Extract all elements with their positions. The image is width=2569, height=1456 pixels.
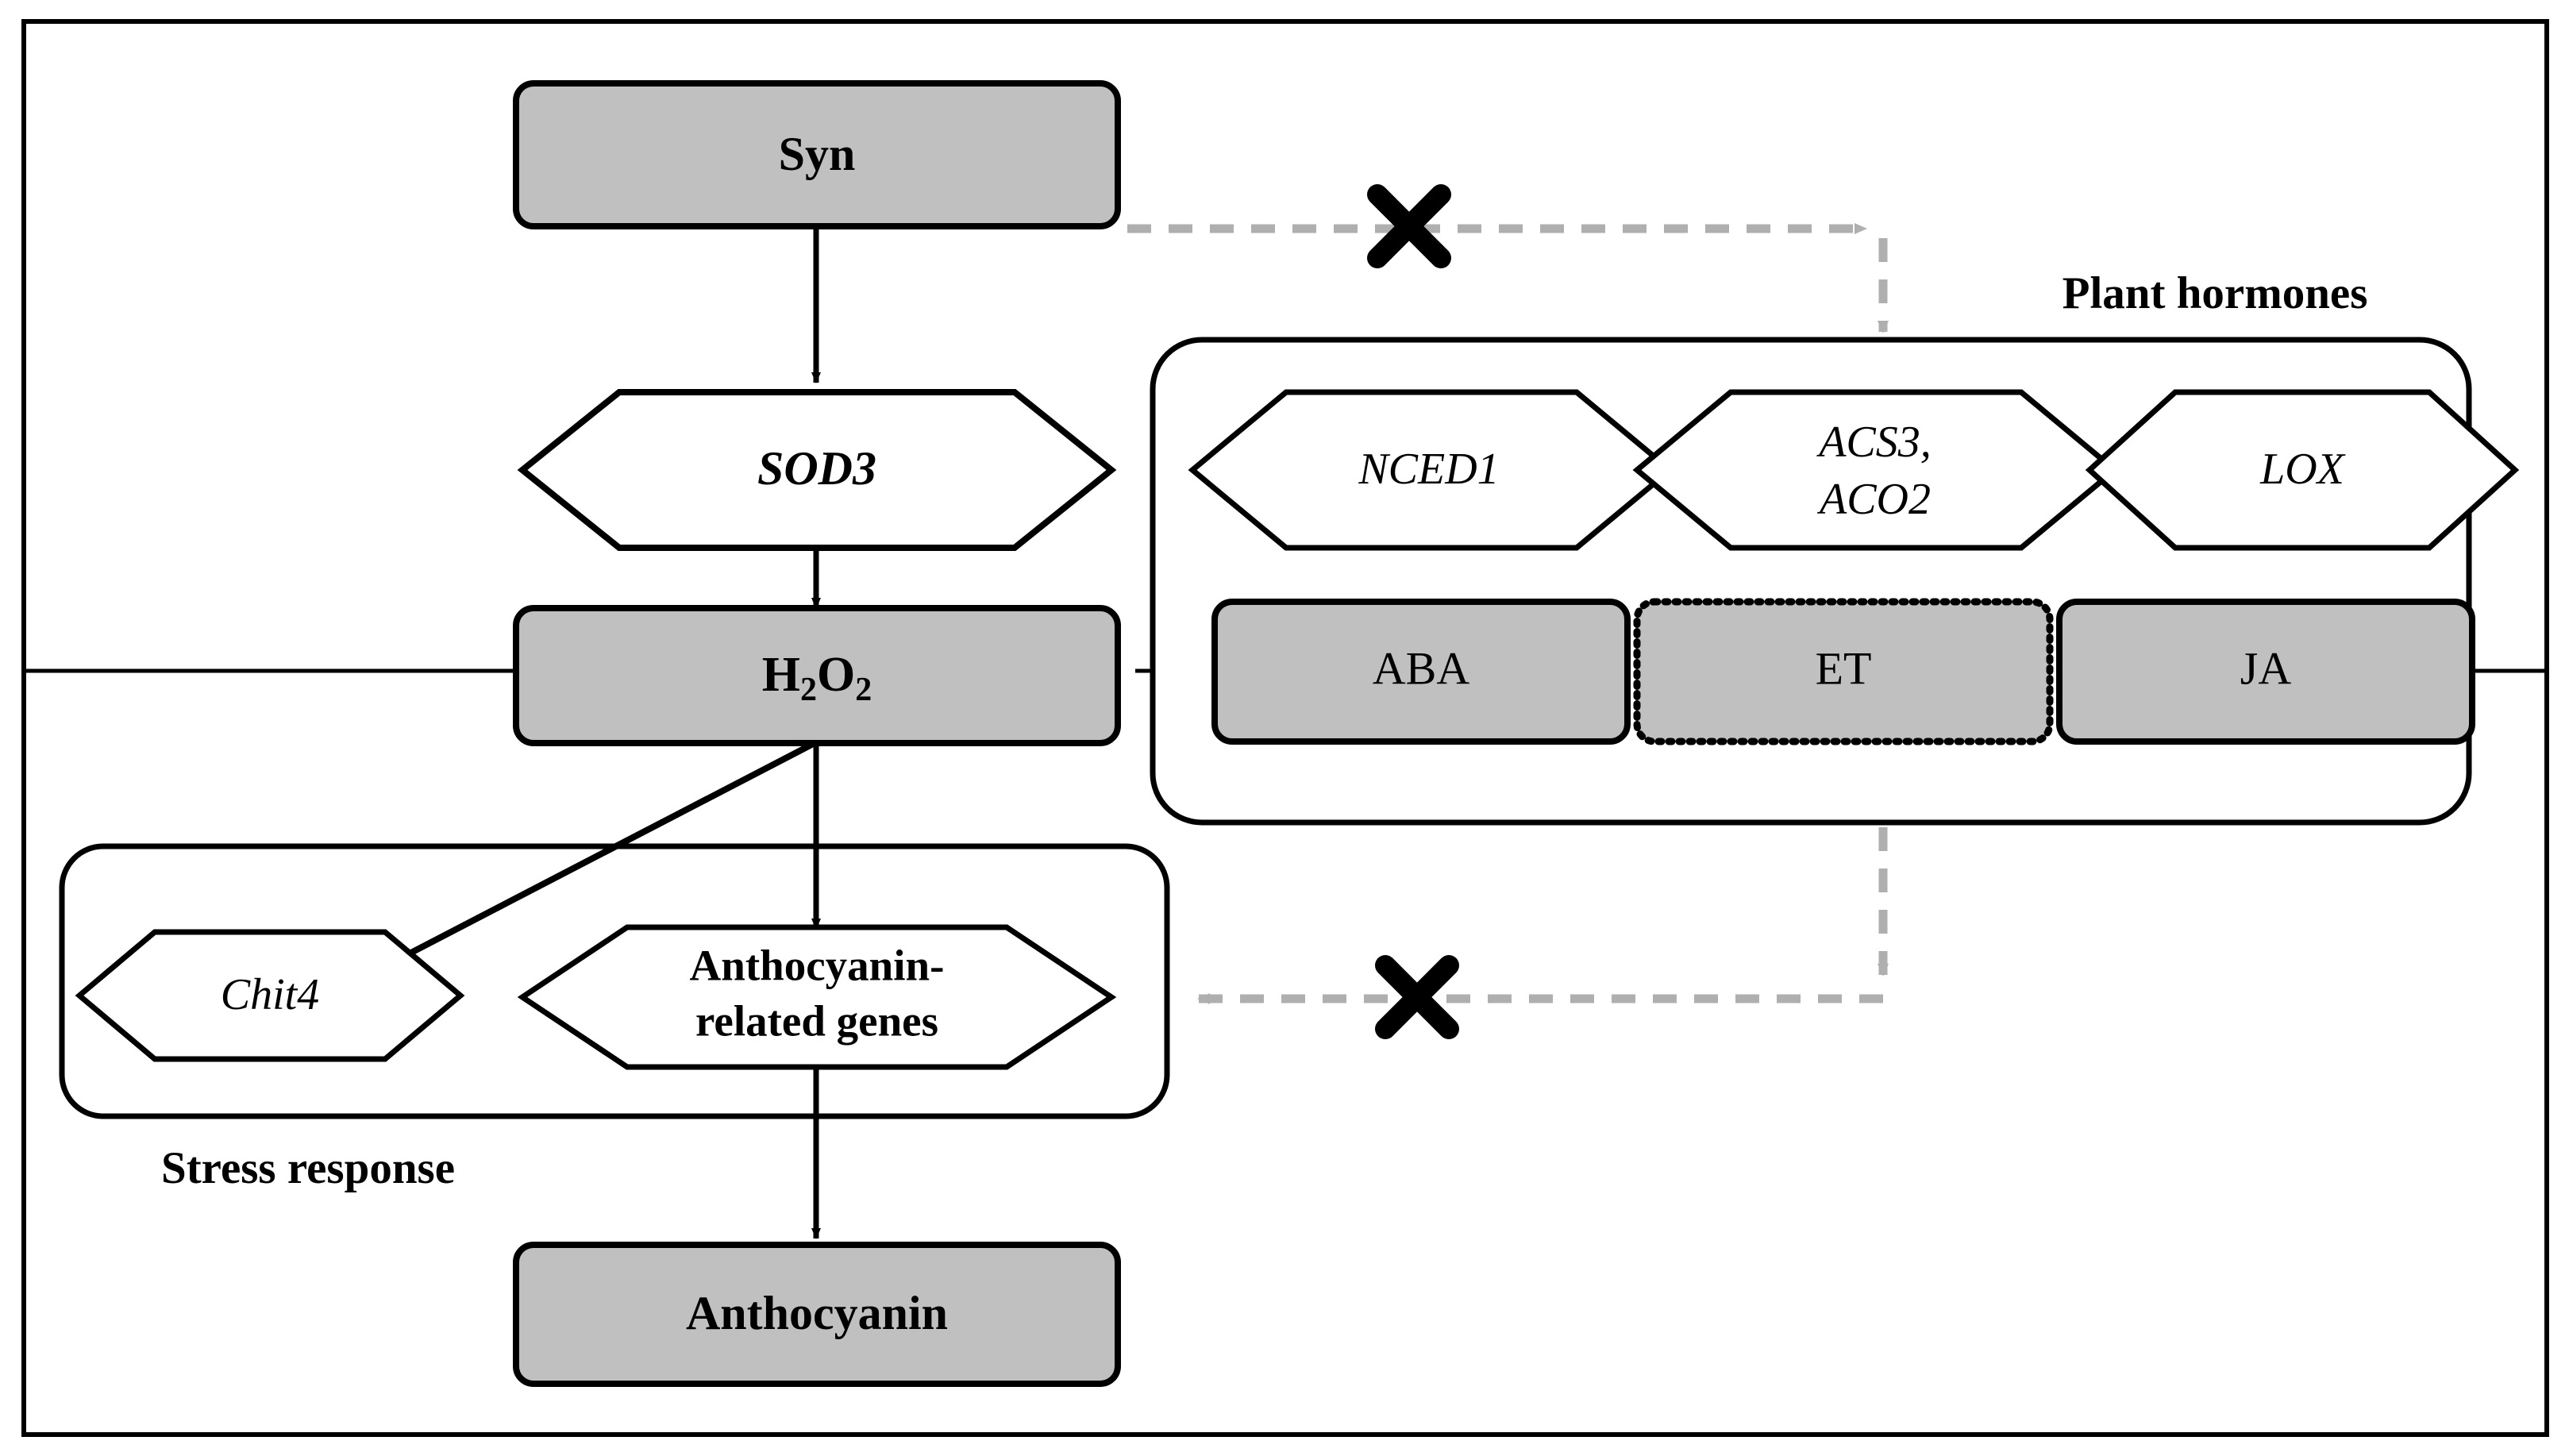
node-nced1[interactable] bbox=[1188, 389, 1675, 551]
node-h2o2-label: H2O2 bbox=[762, 648, 872, 707]
node-chit4[interactable] bbox=[75, 929, 465, 1062]
node-ja-label: JA bbox=[2240, 642, 2292, 694]
h2o2-sub1: 2 bbox=[800, 672, 817, 708]
node-nced1-label: NCED1 bbox=[1358, 445, 1499, 494]
node-h2o2[interactable] bbox=[513, 605, 1121, 746]
node-acs3-aco2[interactable] bbox=[1632, 389, 2120, 551]
h2o2-H: H bbox=[762, 648, 800, 702]
node-ja[interactable] bbox=[2056, 599, 2475, 745]
node-sod3-label: SOD3 bbox=[757, 442, 876, 495]
blocked-marker-icon-bottom bbox=[1375, 955, 1459, 1039]
h2o2-O: O bbox=[817, 648, 855, 702]
node-anthocyanin-genes[interactable] bbox=[517, 924, 1117, 1070]
blocked-marker-icon-top bbox=[1367, 184, 1451, 268]
node-et-label: ET bbox=[1816, 642, 1872, 694]
node-lox[interactable] bbox=[2085, 389, 2520, 551]
node-aba-label: ABA bbox=[1373, 642, 1470, 694]
node-chit4-label: Chit4 bbox=[221, 970, 319, 1019]
node-sod3[interactable] bbox=[517, 389, 1117, 551]
h2o2-sub2: 2 bbox=[855, 672, 872, 708]
node-aba[interactable] bbox=[1211, 599, 1631, 745]
node-syn[interactable] bbox=[513, 80, 1121, 229]
node-acs3-aco2-label-line1: ACS3, bbox=[1816, 418, 1932, 467]
node-acs3-aco2-label-line2: ACO2 bbox=[1816, 475, 1931, 524]
plant-hormones-label: Plant hormones bbox=[2063, 268, 2368, 318]
node-lox-label: LOX bbox=[2259, 445, 2347, 494]
node-anthocyanin-genes-label-line1: Anthocyanin- bbox=[690, 942, 945, 990]
node-syn-label: Syn bbox=[779, 128, 856, 180]
node-anthocyanin-genes-label-line2: related genes bbox=[695, 997, 938, 1046]
stress-response-label: Stress response bbox=[161, 1143, 455, 1193]
node-anthocyanin[interactable] bbox=[513, 1242, 1121, 1387]
node-anthocyanin-label: Anthocyanin bbox=[686, 1287, 948, 1339]
node-et[interactable] bbox=[1633, 598, 2054, 745]
